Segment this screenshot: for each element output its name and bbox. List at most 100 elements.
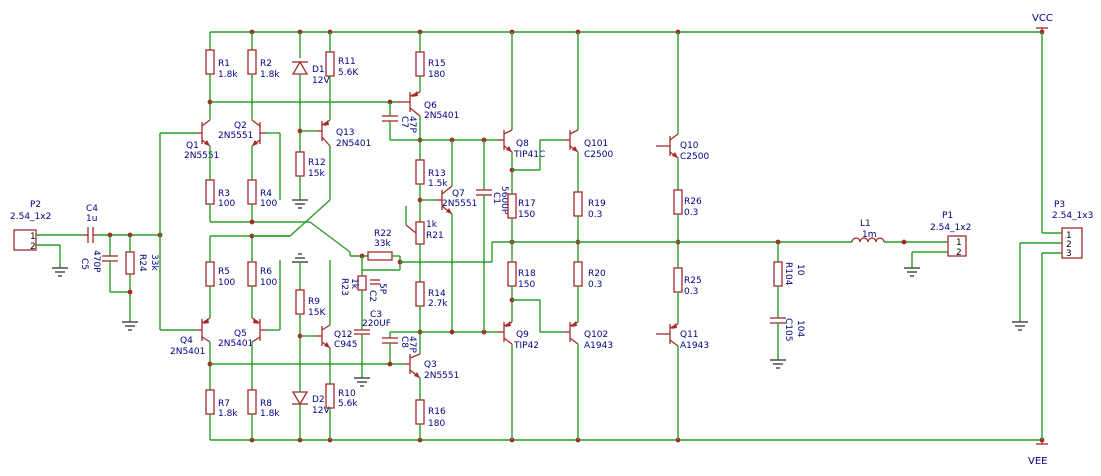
svg-text:R8: R8 [260, 399, 272, 409]
svg-text:220UF: 220UF [362, 319, 391, 329]
svg-text:Q13: Q13 [336, 128, 355, 138]
svg-text:R4: R4 [260, 189, 272, 199]
svg-text:R17: R17 [518, 199, 536, 209]
svg-text:15k: 15k [308, 169, 325, 179]
resistor-r19: R19 0.3 [573, 191, 606, 220]
resistor-r10: R10 5.6k [325, 383, 358, 409]
svg-text:R104: R104 [783, 262, 793, 286]
svg-text:R22: R22 [374, 229, 392, 239]
vee-rail: VEE [210, 439, 1048, 467]
svg-text:R11: R11 [338, 57, 356, 67]
svg-text:R25: R25 [684, 276, 702, 286]
svg-text:100: 100 [260, 199, 277, 209]
svg-text:1.8k: 1.8k [218, 409, 238, 419]
svg-text:R2: R2 [260, 59, 272, 69]
capacitor-c4: C4 1u [84, 204, 98, 243]
resistor-r14: R14 2.7k [415, 281, 448, 309]
svg-text:12V: 12V [312, 406, 330, 416]
svg-text:180: 180 [428, 419, 445, 429]
svg-text:10: 10 [795, 264, 805, 276]
svg-text:R9: R9 [308, 297, 320, 307]
svg-text:2.54_1x2: 2.54_1x2 [930, 223, 971, 233]
transistor-q3: Q3 2N5551 [404, 353, 459, 381]
svg-text:2N5401: 2N5401 [424, 111, 459, 121]
ground-p2 [52, 267, 68, 277]
svg-text:Q3: Q3 [424, 360, 437, 370]
svg-text:R19: R19 [588, 199, 606, 209]
svg-text:5600P: 5600P [499, 186, 509, 215]
resistor-r7: R7 1.8k [205, 389, 238, 419]
svg-text:33k: 33k [149, 254, 159, 271]
svg-text:R7: R7 [218, 399, 230, 409]
svg-text:2N5551: 2N5551 [424, 371, 459, 381]
svg-text:A1943: A1943 [584, 341, 613, 351]
svg-text:100: 100 [260, 278, 277, 288]
resistor-r24: R24 33k [125, 235, 159, 322]
inductor-l1: L1 1m [851, 219, 885, 243]
svg-text:R23: R23 [339, 278, 349, 296]
resistor-r8: R8 1.8k [247, 389, 280, 419]
svg-text:Q8: Q8 [516, 139, 529, 149]
transistor-q101: Q101 C2500 [564, 129, 613, 160]
svg-text:Q11: Q11 [680, 330, 699, 340]
resistor-r17: R17 150 [507, 193, 536, 220]
svg-text:Q10: Q10 [680, 141, 699, 151]
capacitor-c7: C7 47P [382, 115, 417, 133]
svg-text:2N5551: 2N5551 [442, 199, 477, 209]
svg-text:47P: 47P [407, 336, 417, 353]
svg-text:D2: D2 [312, 395, 325, 405]
transistor-q8: Q8 TIP41C [498, 129, 545, 160]
svg-text:1.8k: 1.8k [260, 70, 280, 80]
svg-text:Q4: Q4 [180, 336, 193, 346]
svg-text:D1: D1 [312, 65, 325, 75]
capacitor-c105: C105 104 [770, 317, 805, 341]
transistor-q4: Q4 2N5401 [170, 317, 211, 357]
svg-text:C1: C1 [491, 192, 501, 204]
ground-input [122, 321, 138, 331]
svg-text:3: 3 [1066, 249, 1072, 259]
svg-text:0.3: 0.3 [588, 280, 602, 290]
svg-text:C945: C945 [334, 340, 357, 350]
svg-text:Q6: Q6 [424, 101, 437, 111]
capacitor-c1: C1 5600P [476, 186, 509, 215]
vcc-label: VCC [1032, 13, 1053, 24]
transistor-q5: Q5 2N5401 [218, 317, 266, 349]
svg-text:2N5401: 2N5401 [170, 347, 205, 357]
transistor-q11: Q11 A1943 [656, 323, 709, 351]
svg-text:1u: 1u [86, 214, 97, 224]
ground-c3 [354, 377, 370, 387]
ground-q12-top [292, 253, 308, 263]
svg-text:Q7: Q7 [452, 189, 465, 199]
svg-text:Q1: Q1 [186, 141, 199, 151]
connector-p1: 1 2 P1 2.54_1x2 [930, 211, 971, 258]
svg-text:R24: R24 [137, 254, 147, 272]
svg-text:2N5551: 2N5551 [184, 151, 219, 161]
svg-text:0.3: 0.3 [684, 208, 698, 218]
svg-text:1: 1 [30, 232, 36, 242]
svg-text:150: 150 [518, 210, 535, 220]
svg-text:R16: R16 [428, 407, 446, 417]
svg-text:L1: L1 [860, 219, 871, 229]
svg-text:R20: R20 [588, 269, 606, 279]
svg-text:180: 180 [428, 70, 445, 80]
ground-p3 [1012, 321, 1028, 331]
svg-text:R12: R12 [308, 158, 326, 168]
svg-text:47P: 47P [407, 116, 417, 133]
svg-text:C2: C2 [367, 290, 377, 302]
svg-text:R26: R26 [684, 197, 702, 207]
svg-text:1.8k: 1.8k [260, 409, 280, 419]
svg-text:2N5401: 2N5401 [336, 139, 371, 149]
svg-text:C105: C105 [783, 318, 793, 341]
svg-text:2.7k: 2.7k [428, 299, 448, 309]
transistor-q10: Q10 C2500 [656, 133, 709, 162]
svg-text:1: 1 [1066, 231, 1072, 241]
resistor-r11: R11 5.6K [325, 51, 359, 78]
svg-text:470P: 470P [91, 250, 101, 273]
svg-text:2N5401: 2N5401 [218, 339, 253, 349]
resistor-r15: R15 180 [415, 51, 446, 80]
svg-text:R13: R13 [428, 169, 446, 179]
svg-text:Q102: Q102 [584, 330, 608, 340]
capacitor-c8: C8 47P [382, 332, 417, 364]
vee-label: VEE [1028, 456, 1047, 467]
